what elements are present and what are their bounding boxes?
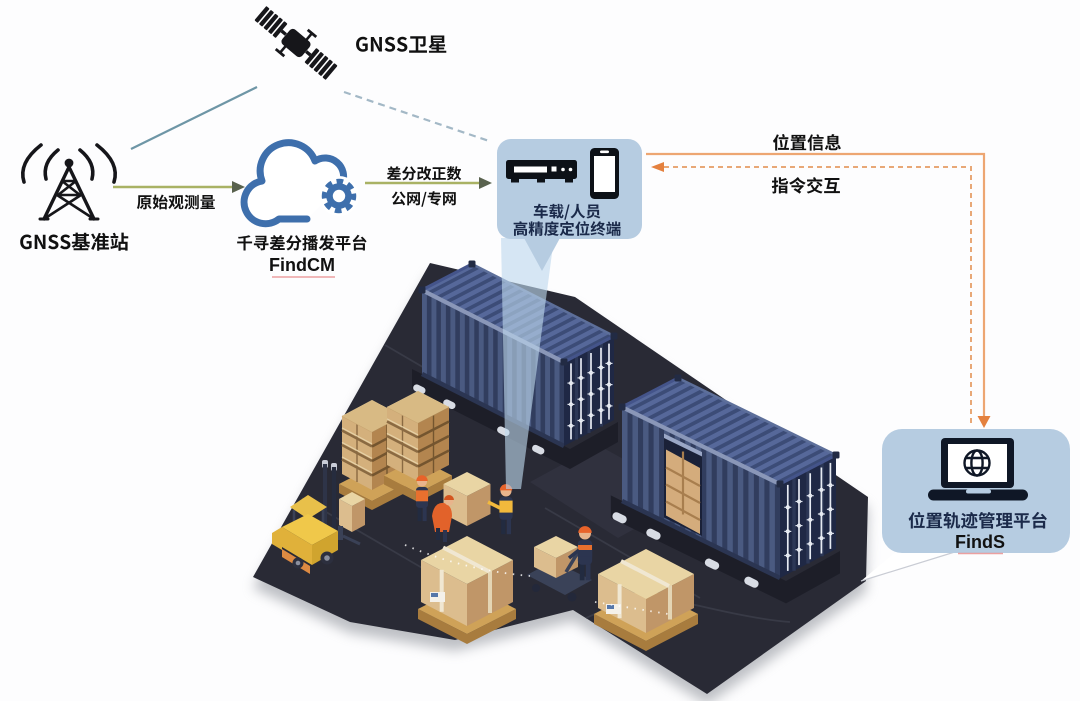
svg-text:FindS: FindS (955, 532, 1005, 552)
svg-text:FindCM: FindCM (269, 255, 335, 275)
